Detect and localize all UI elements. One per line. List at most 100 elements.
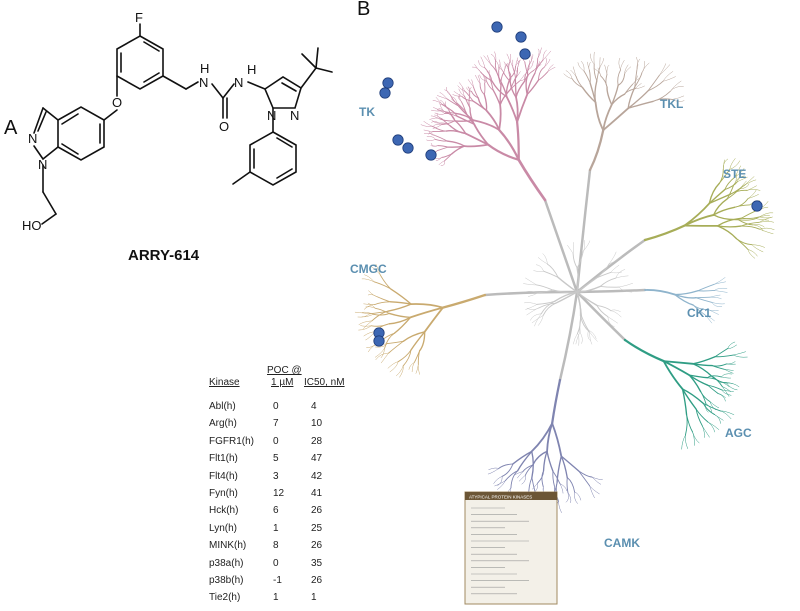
branch-tk <box>479 74 487 82</box>
branch-agc <box>711 363 727 367</box>
branch-agc <box>727 344 737 349</box>
branch-ste <box>643 224 686 242</box>
branch-cmgc <box>396 365 404 377</box>
branch-ste <box>726 188 741 200</box>
branch-cmgc <box>410 331 426 351</box>
branch-other <box>607 316 618 324</box>
branch-tkl <box>599 58 604 68</box>
branch-other <box>543 270 559 278</box>
branch-other <box>535 264 544 272</box>
cell-kinase: Abl(h) <box>209 401 236 412</box>
branch-tk <box>542 50 552 61</box>
branch-ste <box>735 238 749 250</box>
branch-camk <box>530 422 554 453</box>
branch-ste <box>758 221 774 223</box>
branch-ste <box>739 183 750 190</box>
branch-cmgc <box>387 361 399 369</box>
branch-tkl <box>618 57 621 71</box>
branch-tkl <box>671 95 685 100</box>
branch-tk <box>459 93 462 103</box>
branch-other <box>596 304 609 318</box>
branch-other <box>525 277 537 286</box>
branch-agc <box>681 434 686 450</box>
branch-tk <box>439 92 448 100</box>
branch-tk <box>453 119 475 122</box>
branch-agc <box>732 354 748 358</box>
cell-ic50: 26 <box>311 505 323 517</box>
branch-tk <box>503 61 506 73</box>
trunk-tkl <box>575 168 592 294</box>
branch-ste <box>729 158 736 170</box>
cell-ic50: 28 <box>311 435 323 447</box>
branch-tk <box>542 49 547 61</box>
branch-tkl <box>577 62 585 72</box>
branch-cmgc <box>361 314 374 318</box>
branch-tkl <box>620 60 625 71</box>
branch-ste <box>734 204 750 208</box>
branch-agc <box>662 360 691 377</box>
branch-cmgc <box>363 303 375 305</box>
cell-kinase: Lyn(h) <box>209 522 237 534</box>
branch-camk <box>556 455 562 484</box>
branch-agc <box>711 365 725 370</box>
branch-tk <box>439 118 456 122</box>
branch-ck1 <box>695 297 713 303</box>
kinase-hit-marker <box>373 335 385 347</box>
branch-other <box>533 270 544 272</box>
arry-614-structure: F O H N N H O N N N N HO ARRY-614 <box>22 10 333 264</box>
branch-ck1 <box>705 314 713 324</box>
header-kinase: Kinase <box>209 377 240 388</box>
branch-camk <box>551 422 563 458</box>
branch-tkl <box>605 74 608 88</box>
branch-tk <box>487 143 520 161</box>
branch-ck1 <box>697 283 715 292</box>
cell-ic50: 35 <box>311 557 323 569</box>
atom-o-carbonyl: O <box>219 119 229 134</box>
branch-camk <box>493 476 503 484</box>
branch-other <box>577 333 580 346</box>
branch-tk <box>439 104 447 113</box>
branch-agc <box>720 410 732 420</box>
branch-other <box>596 272 612 279</box>
branch-camk <box>510 470 519 489</box>
branch-other <box>615 275 629 279</box>
branch-tkl <box>647 80 664 92</box>
branch-tkl <box>617 69 622 86</box>
branch-cmgc <box>389 301 412 305</box>
atom-n-indazole-1: N <box>28 131 37 146</box>
branch-agc <box>681 388 704 405</box>
branch-tk <box>426 139 436 141</box>
branch-agc <box>706 377 722 383</box>
branch-cmgc <box>397 349 412 363</box>
branch-cmgc <box>423 306 444 333</box>
branch-cmgc <box>358 320 373 325</box>
kinase-hit-marker <box>379 87 391 99</box>
cell-poc: 6 <box>273 505 279 517</box>
branch-cmgc <box>390 288 412 305</box>
family-label-ste: STE <box>723 167 746 181</box>
branch-agc <box>724 369 734 371</box>
branch-camk <box>487 468 499 475</box>
branch-cmgc <box>365 306 376 309</box>
branch-tk <box>444 153 453 162</box>
branch-tkl <box>634 72 643 88</box>
family-label-camk: CAMK <box>604 536 640 550</box>
cell-poc: 3 <box>273 470 279 482</box>
branch-tkl <box>617 73 626 86</box>
branch-tk <box>517 59 521 69</box>
branch-tk <box>499 64 504 73</box>
branch-cmgc <box>375 307 390 314</box>
branch-ste <box>734 165 741 178</box>
cell-ic50: 10 <box>311 418 323 430</box>
branch-ste <box>747 189 757 199</box>
branch-camk <box>591 476 602 485</box>
branch-tk <box>452 96 458 104</box>
branch-tk <box>437 95 448 100</box>
branch-ste <box>739 180 747 190</box>
branch-tkl <box>575 75 583 88</box>
branch-ste <box>718 169 731 184</box>
branch-tkl <box>636 56 639 71</box>
branch-tk <box>514 78 517 99</box>
branch-tk <box>467 86 472 92</box>
branch-other <box>536 284 554 291</box>
